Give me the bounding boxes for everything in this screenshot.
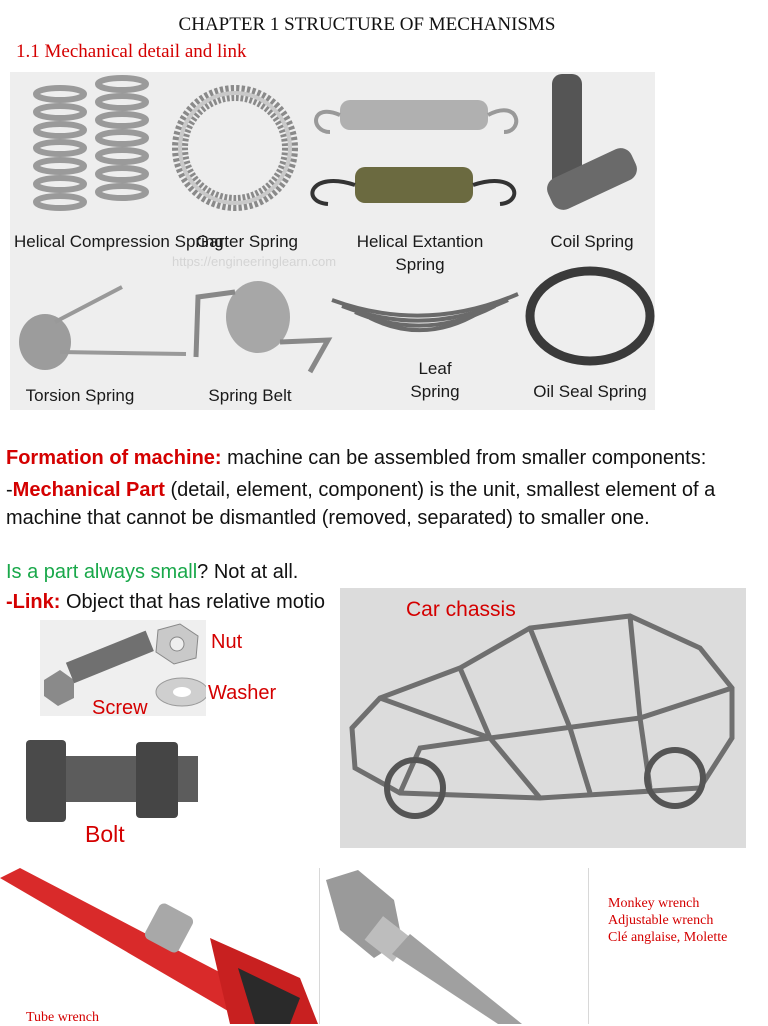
spring-label-oil-seal: Oil Seal Spring (533, 382, 647, 401)
mechanical-part-text: (detail, element, component) is the unit… (6, 479, 716, 529)
question-answer: ? Not at all. (197, 561, 299, 583)
image-divider (319, 868, 320, 1024)
nut-icon (155, 623, 199, 665)
spring-label-leaf: Leaf Spring (410, 359, 460, 401)
monkey-wrench-label: Monkey wrench (608, 896, 700, 911)
leaf-spring-icon (331, 292, 519, 333)
nut-label: Nut (211, 631, 243, 653)
link-heading: -Link: (6, 591, 61, 613)
adjustable-wrench-label: Adjustable wrench (608, 913, 714, 928)
springs-illustration (19, 74, 655, 374)
question-paragraph: Is a part always small? Not at all. (6, 558, 298, 586)
helical-extension-spring-icon (310, 100, 519, 206)
link-paragraph: -Link: Object that has relative motio (6, 588, 325, 616)
mechanical-part-dash: - (6, 479, 13, 501)
spring-label-coil: Coil Spring (550, 232, 634, 251)
washer-label: Washer (208, 682, 277, 704)
tube-wrench-icon (0, 868, 318, 1024)
spring-image-watermark: https://engineeringlearn.com (172, 254, 337, 269)
formation-heading: Formation of machine: (6, 447, 222, 469)
bolt-illustration (26, 740, 198, 822)
adjustable-wrench-icon (326, 870, 522, 1024)
bolt-label: Bolt (85, 821, 125, 847)
wrench-names: Monkey wrench Adjustable wrench Clé angl… (608, 895, 727, 946)
question-text: Is a part always small (6, 561, 198, 583)
torsion-spring-icon (19, 285, 187, 370)
car-chassis-figure: Car chassis (340, 588, 746, 848)
screw-label: Screw (92, 697, 148, 719)
formation-text: machine can be assembled from smaller co… (221, 447, 707, 469)
spring-label-torsion: Torsion Spring (25, 386, 135, 405)
washer-icon (155, 677, 206, 707)
coil-spring-icon (547, 74, 637, 210)
spring-label-spring-belt: Spring Belt (208, 386, 292, 405)
spring-label-helical-compression: Helical Compression Spring (14, 232, 224, 251)
oil-seal-spring-icon (525, 266, 655, 366)
bolt-icon (26, 740, 198, 822)
screw-icon (44, 630, 154, 706)
garter-spring-icon (172, 85, 298, 211)
cle-anglaise-label: Clé anglaise, Molette (608, 930, 728, 945)
formation-paragraph: Formation of machine: machine can be ass… (6, 444, 706, 473)
car-chassis-label: Car chassis (406, 598, 516, 621)
mechanical-part-paragraph: -Mechanical Part (detail, element, compo… (6, 476, 762, 532)
tube-wrench-illustration (0, 868, 318, 1024)
screw-nut-washer-illustration (40, 620, 206, 716)
section-title: 1.1 Mechanical detail and link (16, 41, 247, 62)
helical-compression-spring-icon (33, 75, 149, 211)
adjustable-wrench-illustration (326, 870, 522, 1024)
image-divider (588, 868, 589, 1024)
tube-wrench-label: Tube wrench (26, 1010, 99, 1025)
car-chassis-illustration (349, 613, 735, 819)
spring-belt-icon (193, 281, 333, 374)
spring-label-helical-extension: Helical Extantion Spring (356, 232, 484, 274)
chapter-title: CHAPTER 1 STRUCTURE OF MECHANISMS (178, 14, 556, 35)
mechanical-part-heading: Mechanical Part (12, 479, 165, 501)
link-text: Object that has relative motio (60, 591, 326, 613)
spring-types-figure: Helical Compression Spring Garter Spring… (10, 72, 655, 410)
spring-label-garter: Garter Spring (195, 232, 299, 251)
